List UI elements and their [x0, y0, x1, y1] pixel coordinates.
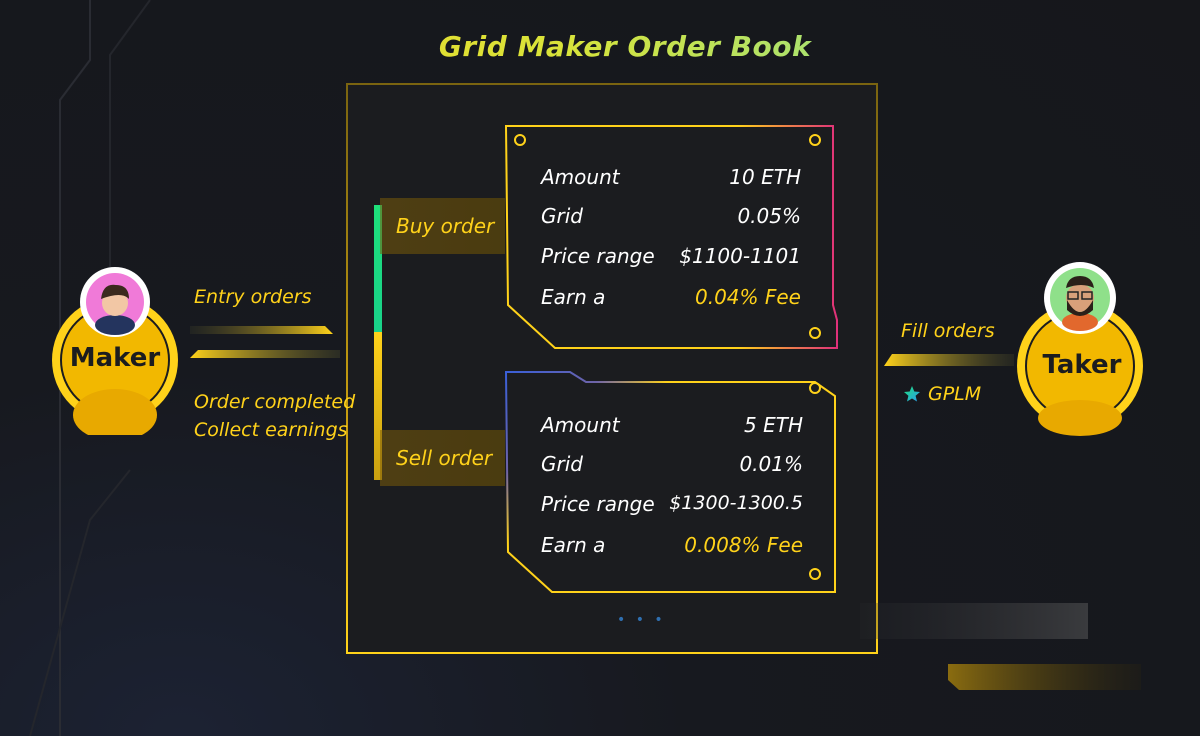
- buy-grid-row: Grid 0.05%: [541, 204, 801, 232]
- star-icon: [904, 386, 920, 402]
- sell-card-corner-dot: [809, 568, 821, 580]
- sell-grid-label: Grid: [541, 452, 583, 476]
- entry-flow-arrows: [190, 326, 340, 358]
- sell-fee-row: Earn a 0.008% Fee: [541, 533, 803, 561]
- sell-amount-label: Amount: [541, 413, 620, 437]
- sell-order-card: Amount 5 ETH Grid 0.01% Price range $130…: [541, 413, 803, 573]
- buy-card-corner-dot: [809, 327, 821, 339]
- fill-flow-arrow: [884, 354, 1014, 366]
- buy-grid-value: 0.05%: [737, 204, 801, 228]
- sell-card-corner-dot: [809, 382, 821, 394]
- fill-orders-label: Fill orders: [901, 320, 995, 342]
- more-indicator[interactable]: • • •: [617, 612, 666, 628]
- gplm-token-label: GPLM: [928, 383, 982, 405]
- sell-fee-value: 0.008% Fee: [684, 533, 803, 557]
- buy-fee-label: Earn a: [541, 285, 606, 309]
- tab-buy-order-label: Buy order: [396, 214, 495, 238]
- buy-indicator-bar: [374, 205, 382, 332]
- buy-grid-label: Grid: [541, 204, 583, 228]
- buy-order-card: Amount 10 ETH Grid 0.05% Price range $11…: [541, 165, 801, 325]
- sell-indicator-bar: [374, 332, 382, 480]
- sell-order-card-frame: [504, 371, 836, 593]
- sell-price-range-label: Price range: [541, 492, 655, 516]
- buy-amount-label: Amount: [541, 165, 620, 189]
- buy-amount-row: Amount 10 ETH: [541, 165, 801, 193]
- order-completed-label: Order completed: [194, 391, 356, 413]
- buy-price-range-label: Price range: [541, 244, 655, 268]
- sell-amount-value: 5 ETH: [744, 413, 803, 437]
- collect-earnings-label: Collect earnings: [194, 419, 348, 441]
- sell-amount-row: Amount 5 ETH: [541, 413, 803, 441]
- buy-card-corner-dot: [514, 134, 526, 146]
- sell-grid-value: 0.01%: [739, 452, 803, 476]
- sell-grid-row: Grid 0.01%: [541, 452, 803, 480]
- entry-orders-label: Entry orders: [194, 286, 312, 308]
- buy-fee-value: 0.04% Fee: [694, 285, 801, 309]
- tab-sell-order[interactable]: Sell order: [380, 430, 505, 486]
- buy-amount-value: 10 ETH: [729, 165, 801, 189]
- sell-fee-label: Earn a: [541, 533, 606, 557]
- buy-price-range-row: Price range $1100-1101: [541, 244, 801, 272]
- taker-label: Taker: [1042, 350, 1122, 380]
- sell-price-range-row: Price range $1300-1300.5: [541, 492, 803, 520]
- page-title: Grid Maker Order Book: [0, 30, 1200, 63]
- maker-label: Maker: [69, 343, 161, 373]
- buy-price-range-value: $1100-1101: [679, 244, 801, 268]
- decorative-strip: [860, 603, 1088, 639]
- buy-fee-row: Earn a 0.04% Fee: [541, 285, 801, 313]
- buy-order-card-frame: [504, 125, 838, 349]
- sell-price-range-value: $1300-1300.5: [669, 492, 803, 514]
- tab-buy-order[interactable]: Buy order: [380, 198, 505, 254]
- tab-sell-order-label: Sell order: [396, 446, 493, 470]
- decorative-strip: [948, 664, 1141, 690]
- buy-card-corner-dot: [809, 134, 821, 146]
- maker-avatar: [52, 267, 178, 435]
- taker-avatar: [1017, 262, 1143, 436]
